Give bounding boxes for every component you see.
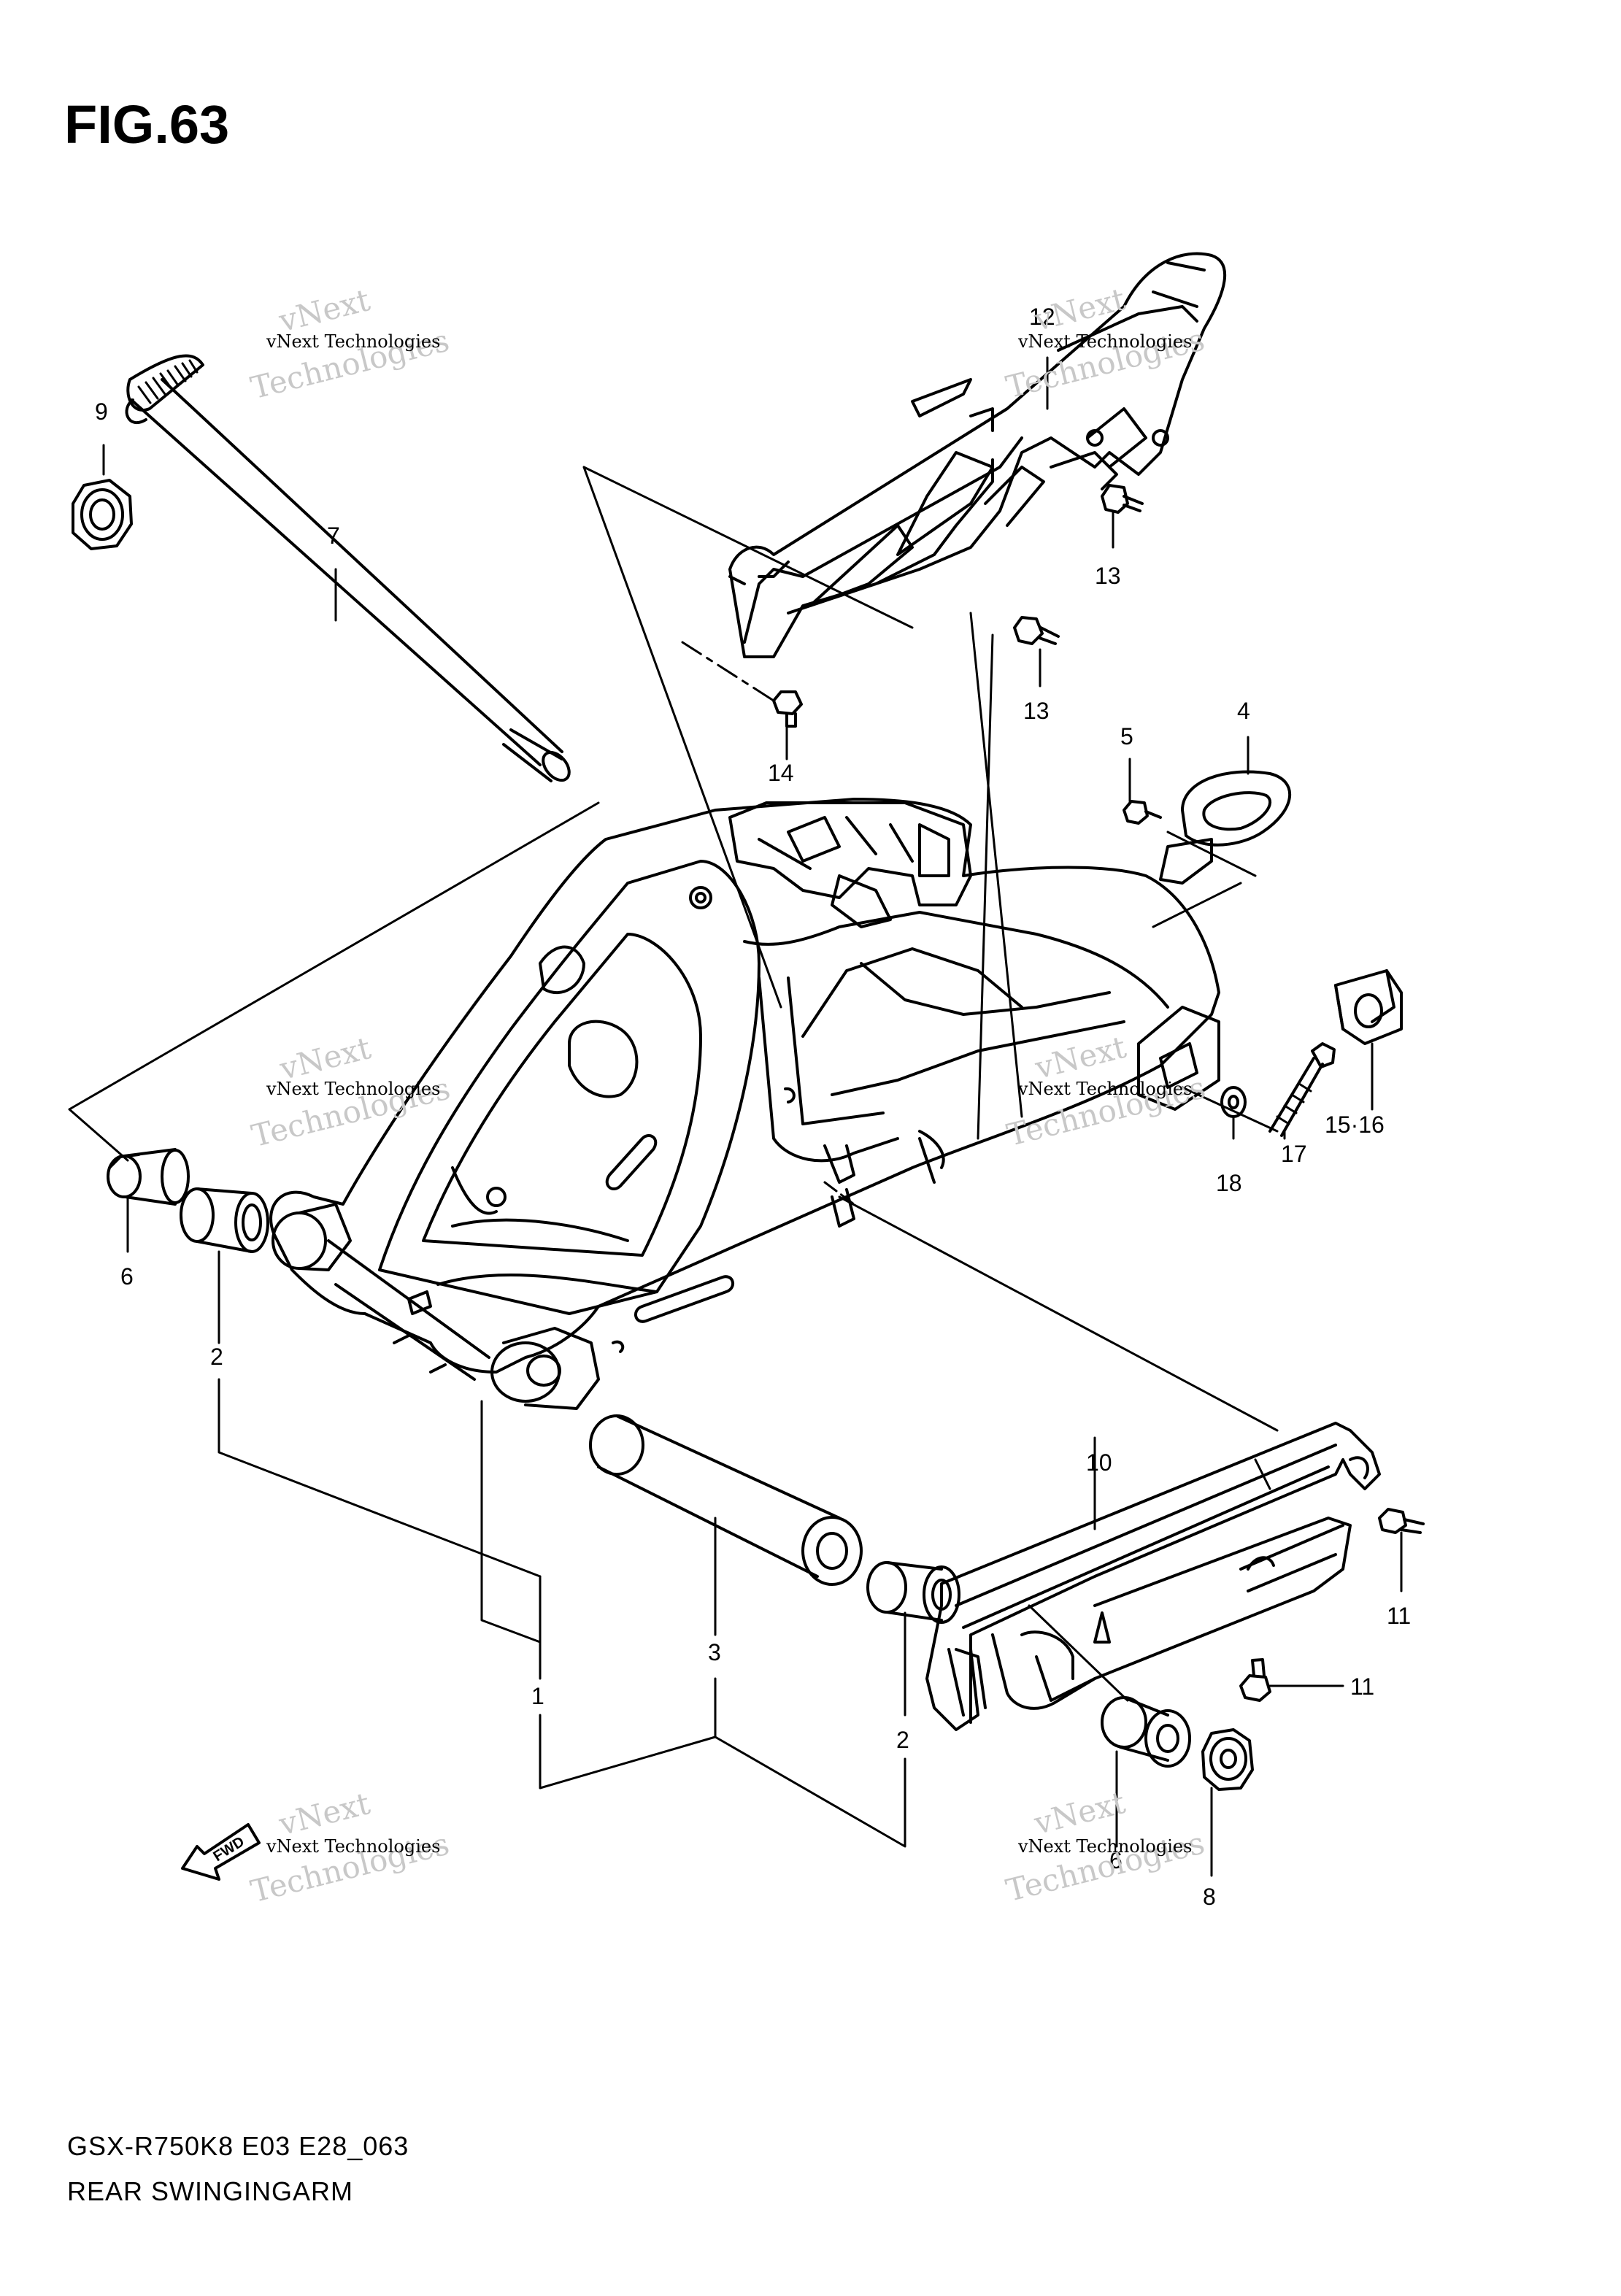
- part-label-13-upper: 13: [1095, 563, 1121, 589]
- part-label-7: 7: [327, 523, 340, 549]
- bolt-13-upper: [1101, 484, 1144, 514]
- bearing-left-2: [180, 1187, 269, 1253]
- part-label-17: 17: [1281, 1141, 1307, 1167]
- part-label-12: 12: [1029, 304, 1055, 330]
- chain-buffer: [925, 1422, 1381, 1731]
- part-label-11-lower: 11: [1350, 1673, 1374, 1700]
- part-label-13-lower: 13: [1023, 698, 1050, 724]
- spacer-3: [589, 1414, 863, 1586]
- guide-line-collar: [1028, 1604, 1129, 1702]
- collar-left-6: [107, 1148, 190, 1206]
- bolt-11-lower: [1239, 1658, 1271, 1702]
- pivot-shaft: [125, 354, 571, 782]
- watermark-caption: vNext Technologies: [1017, 1836, 1192, 1857]
- part-label-3: 3: [708, 1639, 721, 1665]
- guide-line-buffer: [838, 1195, 1279, 1432]
- guide-line-guard-right-2: [977, 633, 994, 1140]
- chain-guard: [728, 252, 1227, 658]
- watermark-vnext: vNext: [275, 1785, 374, 1842]
- watermark-vnext: vNext: [275, 282, 374, 339]
- swingarm-body: [269, 798, 1220, 1410]
- watermark-caption: vNext Technologies: [266, 1079, 440, 1099]
- part-label-18: 18: [1216, 1170, 1242, 1196]
- watermark-vnext: vNext: [1030, 1784, 1128, 1841]
- leader-pivot-to-1: [480, 1400, 542, 1644]
- part-label-14: 14: [768, 760, 794, 786]
- leader-1: [539, 1575, 717, 1790]
- guide-line-bolt: [1181, 1086, 1279, 1133]
- guide-line-guard-left: [582, 466, 914, 1009]
- bolt-5: [1123, 800, 1162, 825]
- bolt-13-lower: [1013, 616, 1060, 645]
- watermark-vnext: vNext: [1030, 281, 1128, 338]
- part-label-5: 5: [1120, 723, 1133, 750]
- leader-10-hook: [1254, 1458, 1271, 1490]
- washer-18: [1220, 1086, 1247, 1118]
- part-label-2-right: 2: [896, 1727, 909, 1753]
- guide-line-guard-right: [969, 612, 1023, 1118]
- part-label-10: 10: [1086, 1449, 1112, 1476]
- clip-14: [772, 690, 803, 728]
- guide-line-dash: [823, 1181, 855, 1206]
- watermark-caption: vNext Technologies: [266, 1836, 440, 1857]
- part-label-11-right: 11: [1387, 1603, 1411, 1629]
- pivot-nut: [72, 479, 133, 550]
- bolt-11-right: [1378, 1508, 1425, 1534]
- figure-title: FIG.63: [64, 94, 230, 155]
- pivot-nut-8: [1201, 1728, 1254, 1791]
- watermark-caption: vNext Technologies: [1017, 331, 1192, 352]
- bearing-right-2: [866, 1561, 960, 1624]
- guide-line-bracket: [1152, 831, 1257, 928]
- part-label-8: 8: [1203, 1884, 1216, 1910]
- leader-2b: [714, 1611, 906, 1848]
- watermark-caption: vNext Technologies: [266, 331, 440, 352]
- watermark-caption: vNext Technologies: [1017, 1079, 1192, 1099]
- fwd-arrow-icon: [181, 1823, 261, 1881]
- part-label-1: 1: [531, 1683, 544, 1709]
- figure-caption: REAR SWINGINGARM: [67, 2176, 354, 2206]
- guide-line-axle: [68, 801, 600, 1162]
- guide-line-clip: [681, 641, 775, 702]
- adjuster-15-16: [1334, 969, 1403, 1045]
- part-label-9: 9: [95, 398, 108, 425]
- bracket-4: [1159, 770, 1291, 885]
- part-label-2-left: 2: [210, 1344, 223, 1370]
- model-code: GSX-R750K8 E03 E28_063: [67, 2131, 409, 2161]
- part-label-4: 4: [1237, 698, 1250, 724]
- part-label-15-16: 15·16: [1325, 1112, 1385, 1138]
- part-label-6-right: 6: [1109, 1847, 1123, 1873]
- bolt-17: [1268, 1042, 1336, 1137]
- collar-right-6: [1101, 1696, 1191, 1768]
- part-label-6-left: 6: [120, 1263, 134, 1290]
- leader-2a: [217, 1250, 542, 1578]
